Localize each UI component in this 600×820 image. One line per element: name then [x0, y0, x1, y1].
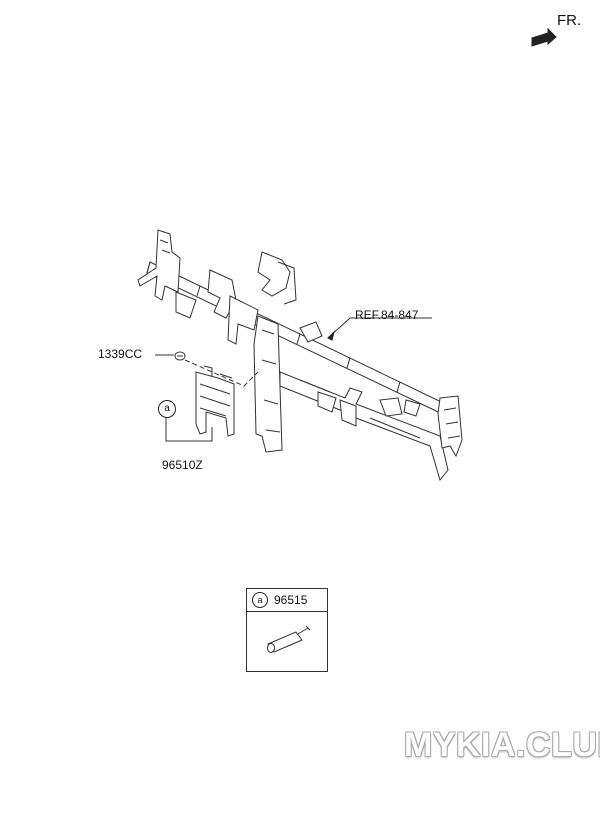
- upper-bracket-center: [257, 251, 291, 297]
- left-end-bracket: [137, 229, 181, 301]
- legend-header: a 96515: [247, 589, 327, 612]
- right-lower-bracket: [339, 399, 357, 427]
- cross-beam-tube: [146, 261, 459, 421]
- legend-box: a 96515: [246, 588, 328, 672]
- airbag-control-module: [195, 371, 235, 437]
- legend-part-code: 96515: [274, 593, 308, 607]
- lower-right-frame: [279, 371, 449, 482]
- leader-96510z: [165, 418, 213, 442]
- front-direction-arrow: [531, 27, 557, 47]
- right-end-bracket: [437, 395, 463, 458]
- part-code-1339cc: 1339CC: [98, 347, 143, 361]
- watermark: MYKIA.CLUB: [404, 726, 600, 764]
- leader-dashed: [184, 359, 259, 387]
- part-code-96510z: 96510Z: [162, 458, 203, 472]
- leader-ref: [327, 317, 432, 339]
- front-direction-label: FR.: [557, 12, 582, 29]
- legend-circle-a: a: [252, 592, 268, 608]
- reference-label: REF.84-847: [355, 308, 419, 322]
- upper-bracket-left: [207, 269, 237, 319]
- center-vertical-stay: [253, 315, 283, 453]
- ref-circle-a: a: [158, 400, 176, 418]
